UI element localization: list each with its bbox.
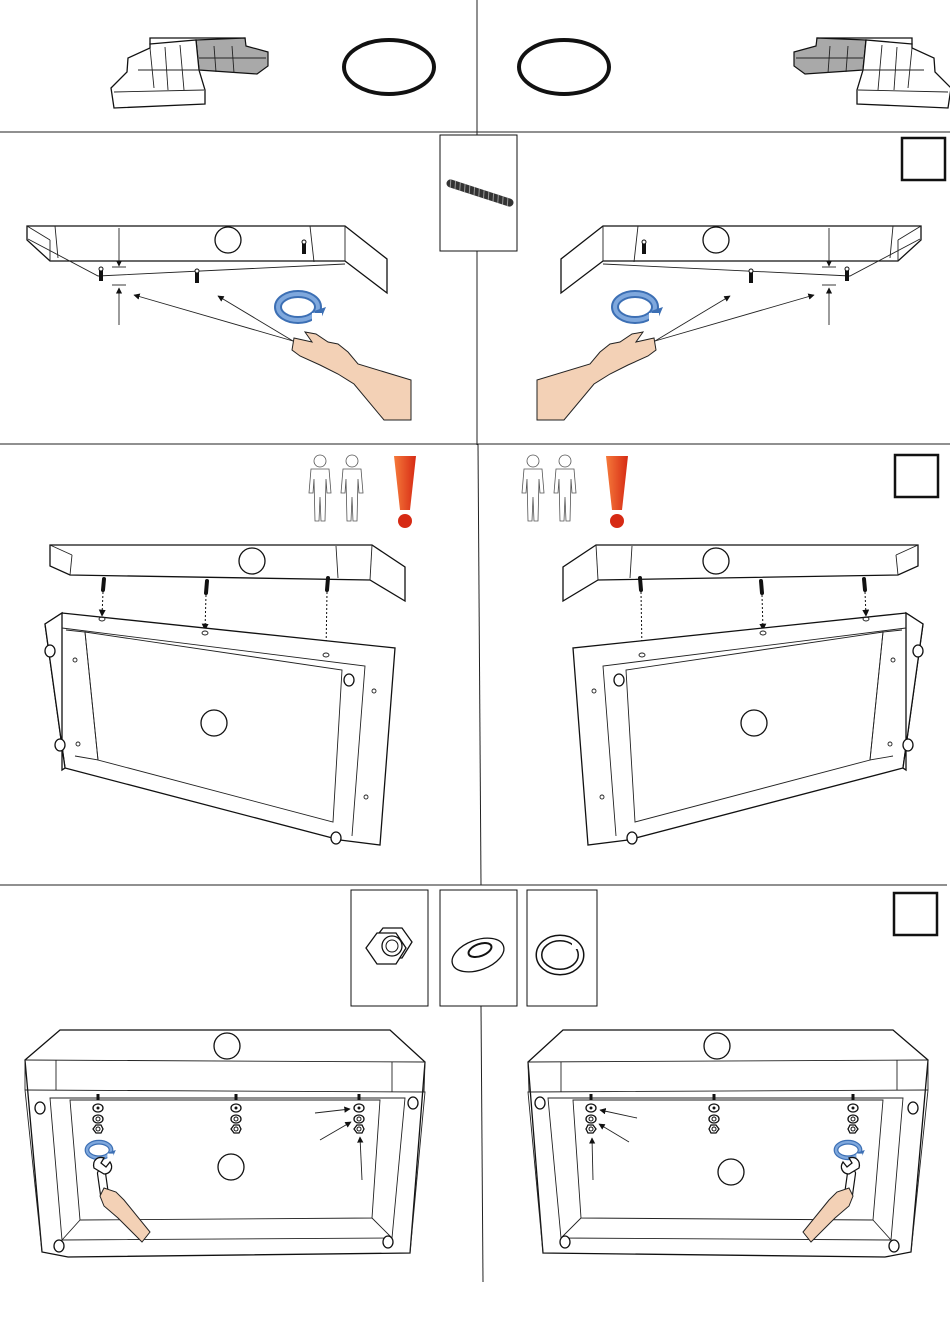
bolt-assembly-left: [25, 1030, 425, 1257]
people-icons-right: [522, 455, 576, 521]
part-label-circle: [215, 227, 241, 253]
warning-icon-right: [606, 456, 628, 528]
sofa-left-icon: [111, 38, 268, 108]
bolt-assembly-right: [528, 1030, 928, 1257]
warning-icon-left: [394, 456, 416, 528]
part-box-spring-washer: [527, 890, 597, 1006]
part-box-washer: [440, 890, 517, 1006]
hand-icon: [292, 332, 411, 420]
people-icons-left: [309, 455, 363, 521]
part-box-nut: [351, 890, 428, 1006]
frame-assembly-right: [563, 545, 923, 845]
step-number-box-1: [902, 138, 945, 180]
panel-rod-left: [27, 226, 411, 420]
oval-marker-left: [344, 40, 434, 94]
part-box-threaded-rod: [440, 135, 517, 251]
panel-rod-right: [537, 226, 921, 420]
oval-marker-right: [519, 40, 609, 94]
step-number-box-3: [894, 893, 937, 935]
sofa-right-icon: [794, 38, 950, 108]
frame-assembly-left: [45, 545, 405, 845]
step-number-box-2: [895, 455, 938, 497]
rotate-arrow-icon: [278, 294, 326, 321]
